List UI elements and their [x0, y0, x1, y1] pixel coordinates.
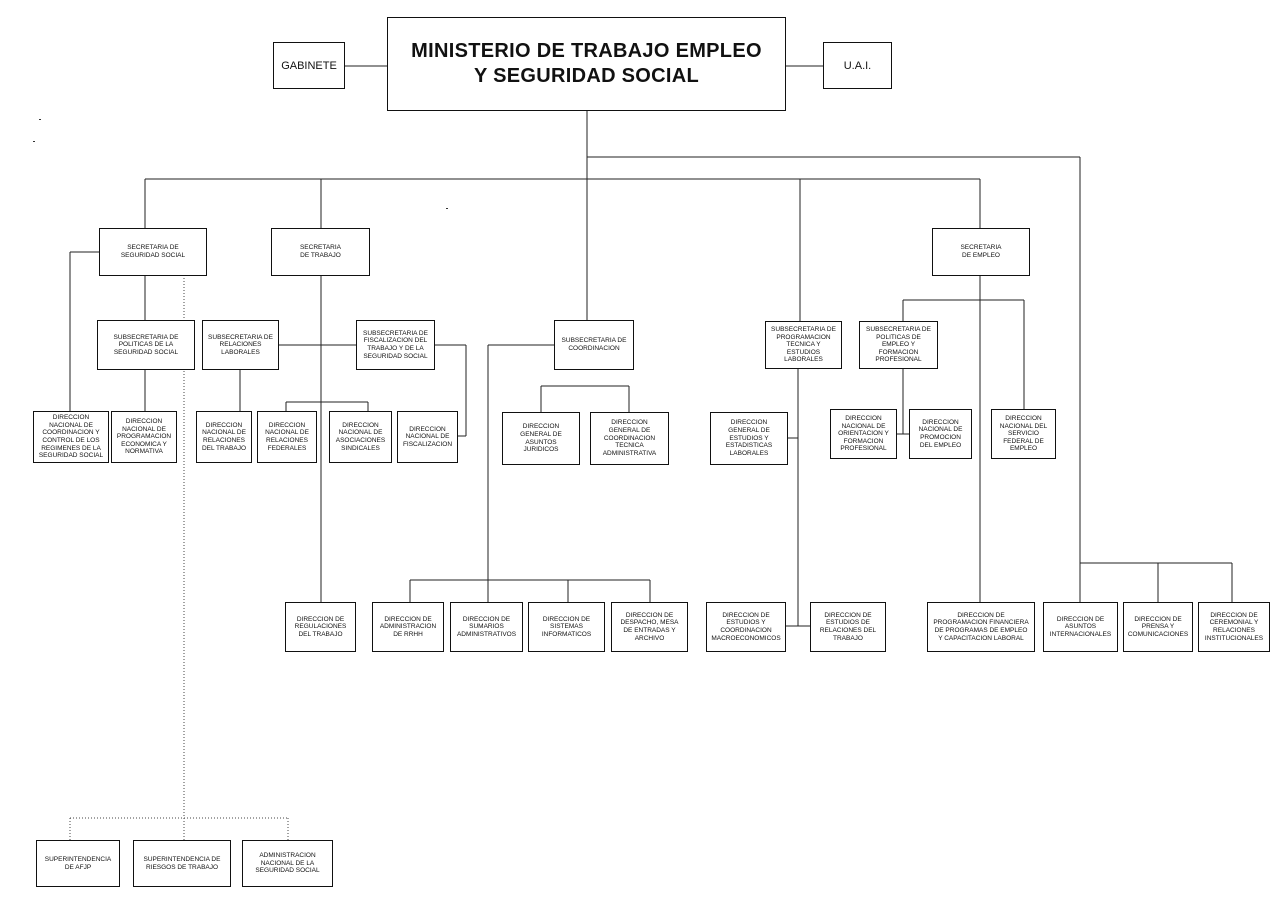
subsecretaria-relaciones-laborales: SUBSECRETARIA DE RELACIONES LABORALES	[202, 320, 279, 370]
subsecretaria-fiscalizacion: SUBSECRETARIA DE FISCALIZACION DEL TRABA…	[356, 320, 435, 370]
administracion-nacional-seguridad-social: ADMINISTRACION NACIONAL DE LA SEGURIDAD …	[242, 840, 333, 887]
uai-box: U.A.I.	[823, 42, 892, 89]
scan-speck	[33, 141, 35, 142]
direccion-sumarios-administrativos: DIRECCION DE SUMARIOS ADMINISTRATIVOS	[450, 602, 523, 652]
direccion-sistemas-informaticos: DIRECCION DE SISTEMAS INFORMATICOS	[528, 602, 605, 652]
direccion-despacho-mesa: DIRECCION DE DESPACHO, MESA DE ENTRADAS …	[611, 602, 688, 652]
direccion-orientacion-formacion: DIRECCION NACIONAL DE ORIENTACION Y FORM…	[830, 409, 897, 459]
direccion-regulaciones-trabajo: DIRECCION DE REGULACIONES DEL TRABAJO	[285, 602, 356, 652]
scan-speck	[39, 119, 41, 120]
secretaria-trabajo: SECRETARIA DE TRABAJO	[271, 228, 370, 276]
direccion-programacion-economica: DIRECCION NACIONAL DE PROGRAMACION ECONO…	[111, 411, 177, 463]
gabinete-box: GABINETE	[273, 42, 345, 89]
direccion-coordinacion-tecnica: DIRECCION GENERAL DE COORDINACION TECNIC…	[590, 412, 669, 465]
subsecretaria-politicas-seguridad-social: SUBSECRETARIA DE POLITICAS DE LA SEGURID…	[97, 320, 195, 370]
scan-speck	[446, 208, 448, 209]
direccion-relaciones-del-trabajo: DIRECCION NACIONAL DE RELACIONES DEL TRA…	[196, 411, 252, 463]
direccion-fiscalizacion: DIRECCION NACIONAL DE FISCALIZACION	[397, 411, 458, 463]
direccion-coordinacion-control: DIRECCION NACIONAL DE COORDINACION Y CON…	[33, 411, 109, 463]
direccion-relaciones-federales: DIRECCION NACIONAL DE RELACIONES FEDERAL…	[257, 411, 317, 463]
direccion-estudios-estadisticas: DIRECCION GENERAL DE ESTUDIOS Y ESTADIST…	[710, 412, 788, 465]
direccion-prensa-comunicaciones: DIRECCION DE PRENSA Y COMUNICACIONES	[1123, 602, 1193, 652]
direccion-servicio-federal-empleo: DIRECCION NACIONAL DEL SERVICIO FEDERAL …	[991, 409, 1056, 459]
subsecretaria-programacion-tecnica: SUBSECRETARIA DE PROGRAMACION TECNICA Y …	[765, 321, 842, 369]
secretaria-seguridad-social: SECRETARIA DE SEGURIDAD SOCIAL	[99, 228, 207, 276]
direccion-asociaciones-sindicales: DIRECCION NACIONAL DE ASOCIACIONES SINDI…	[329, 411, 392, 463]
direccion-ceremonial: DIRECCION DE CEREMONIAL Y RELACIONES INS…	[1198, 602, 1270, 652]
direccion-administracion-rrhh: DIRECCION DE ADMINISTRACION DE RRHH	[372, 602, 444, 652]
direccion-estudios-relaciones-trabajo: DIRECCION DE ESTUDIOS DE RELACIONES DEL …	[810, 602, 886, 652]
superintendencia-riesgos-trabajo: SUPERINTENDENCIA DE RIESGOS DE TRABAJO	[133, 840, 231, 887]
ministerio-box: MINISTERIO DE TRABAJO EMPLEO Y SEGURIDAD…	[387, 17, 786, 111]
superintendencia-afjp: SUPERINTENDENCIA DE AFJP	[36, 840, 120, 887]
direccion-asuntos-juridicos: DIRECCION GENERAL DE ASUNTOS JURIDICOS	[502, 412, 580, 465]
subsecretaria-politicas-empleo: SUBSECRETARIA DE POLITICAS DE EMPLEO Y F…	[859, 321, 938, 369]
secretaria-empleo: SECRETARIA DE EMPLEO	[932, 228, 1030, 276]
direccion-promocion-empleo: DIRECCION NACIONAL DE PROMOCION DEL EMPL…	[909, 409, 972, 459]
direccion-asuntos-internacionales: DIRECCION DE ASUNTOS INTERNACIONALES	[1043, 602, 1118, 652]
direccion-estudios-macroeconomicos: DIRECCION DE ESTUDIOS Y COORDINACION MAC…	[706, 602, 786, 652]
subsecretaria-coordinacion: SUBSECRETARIA DE COORDINACION	[554, 320, 634, 370]
direccion-programacion-financiera: DIRECCION DE PROGRAMACION FINANCIERA DE …	[927, 602, 1035, 652]
